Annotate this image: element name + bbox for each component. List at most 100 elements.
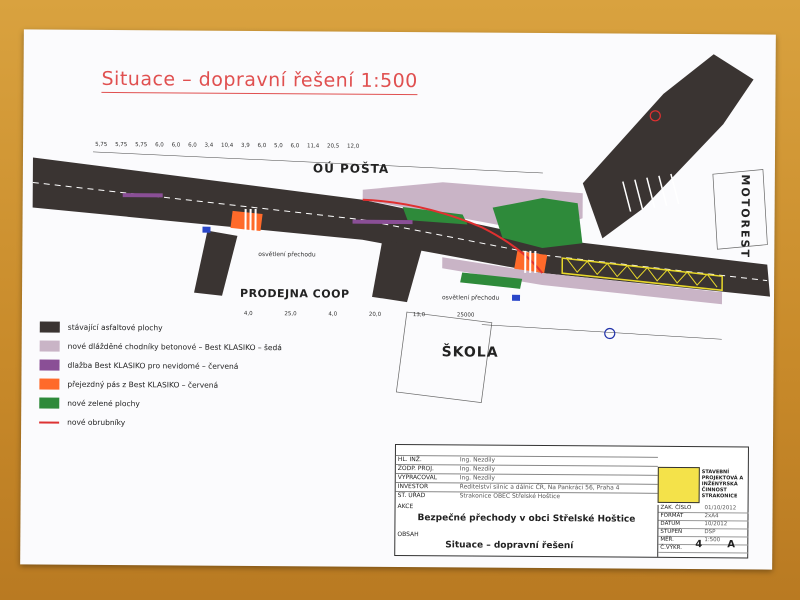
traffic-sign-icon xyxy=(202,226,211,233)
sheet-number: 4 xyxy=(695,539,703,551)
dimension-label: 4,0 xyxy=(328,311,338,318)
traffic-sign-icon xyxy=(511,294,521,301)
info-key: ZAK. ČÍSLO xyxy=(660,504,692,512)
title-block-row: ST. ÚŘAD Strakonice OBEC Střelské Hoštic… xyxy=(395,490,658,502)
label-motorest: MOTOREST xyxy=(738,174,752,260)
hatched-zone xyxy=(561,257,723,292)
label-post-office: OÚ POŠTA xyxy=(312,161,390,176)
legend-swatch xyxy=(39,340,60,352)
dimension-label: 11,4 xyxy=(307,143,320,150)
tactile-paving-1 xyxy=(352,219,413,225)
traffic-sign-icon xyxy=(649,110,661,122)
legend-label: nové zelené plochy xyxy=(67,398,140,409)
side-road-school xyxy=(372,239,423,303)
legend-item: nové obrubníky xyxy=(39,412,281,433)
row-value: Strakonice OBEC Střelské Hoštice xyxy=(459,492,561,501)
road-center-line xyxy=(32,181,768,282)
legend-swatch xyxy=(39,321,60,333)
legend-label: nové obrubníky xyxy=(67,417,126,428)
company-name: STAVEBNÍ PROJEKTOVÁ A INŽENÝRSKÁ ČINNOST… xyxy=(701,469,744,500)
green-south xyxy=(460,272,523,289)
crosswalk-2 xyxy=(524,250,537,273)
dimension-label: 6,0 xyxy=(290,143,300,150)
info-key: FORMÁT xyxy=(660,512,684,519)
legend-label: stávající asfaltové plochy xyxy=(67,322,163,333)
legend: stávající asfaltové plochy nové dlážděné… xyxy=(39,318,282,434)
legend-label: nové dlážděné chodníky betonové – Best K… xyxy=(67,341,282,353)
dimension-label: 6,0 xyxy=(257,143,267,150)
label-school: ŠKOLA xyxy=(441,344,499,361)
row-key: INVESTOR xyxy=(397,483,429,491)
dimension-label: 10,4 xyxy=(221,142,234,149)
revision: A xyxy=(727,539,736,551)
main-road xyxy=(32,157,771,297)
dimension-label: 4,0 xyxy=(243,310,253,317)
title-block: HL. INŽ. Ing. Nezdily ZODP. PROJ. Ing. N… xyxy=(394,443,749,559)
dimension-label: 6,0 xyxy=(171,142,181,149)
row-key: VYPRACOVAL xyxy=(397,474,438,482)
crosswalk-1 xyxy=(244,208,257,232)
drawing-content: Situace – dopravní řešení xyxy=(445,540,574,552)
tactile-paving-2 xyxy=(122,193,163,198)
row-value: Ředitelství silnic a dálnic ČR, Na Pankr… xyxy=(459,483,620,492)
dimension-label: 3,9 xyxy=(241,142,250,149)
info-value: 10/2012 xyxy=(704,521,728,528)
hatching xyxy=(566,258,718,288)
dimension-label: 13,0 xyxy=(412,312,426,319)
dimension-label: 3,4 xyxy=(204,142,214,149)
info-value: 2xA4 xyxy=(704,513,719,520)
motorest-building xyxy=(712,169,768,250)
legend-item: dlažba Best KLASIKO pro nevidomé – červe… xyxy=(39,355,281,376)
dimension-label: 20,0 xyxy=(368,311,382,318)
row-value: Ing. Nezdily xyxy=(459,474,495,482)
info-key: DATUM xyxy=(660,520,681,527)
dimension-label: 25,0 xyxy=(284,311,297,318)
row-value: Ing. Nezdily xyxy=(459,465,496,473)
drawing-sheet: Situace – dopravní řešení 1:500 xyxy=(20,29,776,570)
info-value: 01/10/2012 xyxy=(704,505,737,512)
label-crossing-lighting-1: osvětlení přechodu xyxy=(258,251,316,259)
legend-item: přejezdný pás z Best KLASIKO – červená xyxy=(39,374,281,395)
company-logo xyxy=(657,466,700,504)
legend-swatch xyxy=(39,420,60,424)
dimension-line-bottom xyxy=(481,324,722,340)
info-value: 1:500 xyxy=(704,537,721,544)
dimension-label: 20,5 xyxy=(327,143,340,150)
row-key: ST. ÚŘAD xyxy=(397,492,426,500)
sidewalk-south xyxy=(442,257,723,305)
side-road-coop xyxy=(194,230,238,296)
dimension-line-top xyxy=(93,151,543,174)
info-key: Č.VÝKR. xyxy=(660,544,682,551)
legend-swatch xyxy=(39,359,60,371)
legend-item: stávající asfaltové plochy xyxy=(39,318,282,339)
legend-label: dlažba Best KLASIKO pro nevidomé – červe… xyxy=(67,360,239,371)
info-value: DSP xyxy=(704,529,716,536)
dimension-label: 5,75 xyxy=(135,142,148,149)
legend-item: nové dlážděné chodníky betonové – Best K… xyxy=(39,336,282,357)
site-plan xyxy=(32,54,771,403)
row-value: Ing. Nezdily xyxy=(459,456,496,464)
label-crossing-lighting-2: osvětlení přechodu xyxy=(441,294,500,302)
label-coop-store: PRODEJNA COOP xyxy=(239,286,350,301)
side-road-north xyxy=(582,54,754,239)
green-strip xyxy=(402,207,468,225)
green-island xyxy=(492,198,583,249)
legend-label: přejezdný pás z Best KLASIKO – červená xyxy=(67,379,219,390)
parking-area xyxy=(622,173,680,212)
info-key: STUPEŇ xyxy=(660,528,683,535)
school-building xyxy=(395,311,493,403)
dimension-label: 5,0 xyxy=(274,143,283,150)
row-key: ZODP. PROJ. xyxy=(397,465,434,473)
row-key: HL. INŽ. xyxy=(397,456,422,464)
dimension-label: 6,0 xyxy=(188,142,197,149)
dimension-label: 25000 xyxy=(456,312,475,319)
legend-item: nové zelené plochy xyxy=(39,393,281,414)
dimension-label: 5,75 xyxy=(95,141,108,148)
legend-swatch xyxy=(39,397,60,409)
traffic-sign-icon xyxy=(604,327,616,340)
akce-label: AKCE xyxy=(397,503,414,511)
obsah-label: OBSAH xyxy=(397,531,419,539)
dimension-label: 12,0 xyxy=(347,143,360,150)
legend-swatch xyxy=(39,378,60,390)
dimension-label: 6,0 xyxy=(155,142,164,149)
